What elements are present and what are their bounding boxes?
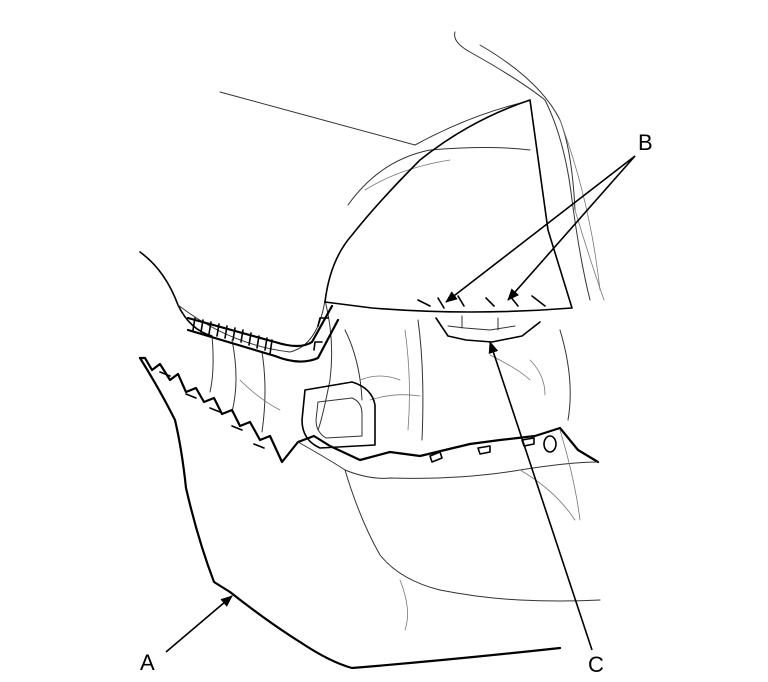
- bumper-cover: [138, 356, 601, 670]
- callout-label-b: B: [638, 130, 653, 155]
- leader-b-2: [507, 155, 636, 301]
- taillight: [324, 99, 573, 343]
- bolt-hole: [543, 435, 557, 453]
- callout-label-a: A: [140, 650, 155, 675]
- body-panel: [139, 31, 605, 353]
- leader-a: [165, 595, 233, 653]
- leader-c: [488, 341, 593, 651]
- callout-label-c: C: [588, 652, 604, 677]
- callout-leaders: [165, 155, 636, 653]
- leader-b-1: [445, 155, 636, 303]
- inner-structure: [209, 299, 571, 449]
- vent-slats: [186, 304, 340, 363]
